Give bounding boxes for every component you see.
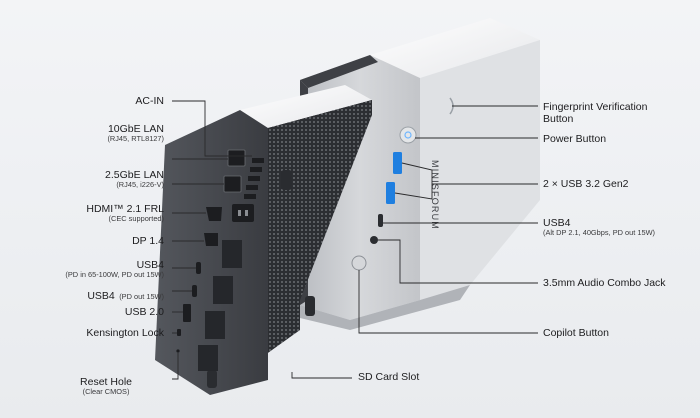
label-usb4-rear-b: USB4 (PD out 15W) <box>87 286 164 304</box>
label-usb4-rear-a: USB4 (PD in 65-100W, PD out 15W) <box>65 259 164 280</box>
label-usb4-front-sub: (Alt DP 2.1, 40Gbps, PD out 15W) <box>543 228 656 238</box>
label-power: Power Button <box>543 133 606 145</box>
usb32-port-2-icon <box>386 182 395 204</box>
label-hdmi-title: HDMI™ 2.1 FRL <box>86 203 164 215</box>
label-dp-title: DP 1.4 <box>132 235 164 247</box>
rear-grille-icon <box>222 240 242 268</box>
hdmi-port-icon <box>206 207 222 221</box>
label-hdmi-sub: (CEC supported) <box>108 214 164 224</box>
label-audio-title: 3.5mm Audio Combo Jack <box>543 277 666 289</box>
label-ac-in-title: AC-IN <box>135 95 164 107</box>
front-unit-side <box>420 40 540 300</box>
usb20-port-icon <box>183 304 191 322</box>
usb4-rear-a-port-icon <box>196 262 201 274</box>
label-usb32-title: 2 × USB 3.2 Gen2 <box>543 178 629 190</box>
leader-lines <box>172 100 538 380</box>
label-sd-card-title: SD Card Slot <box>358 371 420 383</box>
label-usb4-front-title: USB4 <box>543 217 571 229</box>
label-kensington-title: Kensington Lock <box>86 327 164 339</box>
label-usb4-rear-b-title: USB4 <box>87 290 115 302</box>
power-button-icon <box>399 126 417 144</box>
audio-jack-icon <box>370 236 378 244</box>
copilot-button-icon <box>351 255 367 271</box>
label-dp: DP 1.4 <box>132 235 164 247</box>
lan-10g-port-icon <box>227 149 246 167</box>
label-lan-25g-sub: (RJ45, i226-V) <box>116 180 164 190</box>
label-usb20-title: USB 2.0 <box>124 306 164 318</box>
label-lan-25g-title: 2.5GbE LAN <box>105 169 164 181</box>
rear-unit <box>155 85 372 395</box>
label-usb4-rear-a-title: USB4 <box>136 259 164 271</box>
brand-text: MINISFORUM <box>430 160 440 230</box>
lan-25g-port-icon <box>223 175 242 193</box>
label-fingerprint-line2: Button <box>543 113 574 126</box>
label-usb4-rear-a-sub: (PD in 65-100W, PD out 15W) <box>65 270 164 280</box>
usb4-front-port-icon <box>378 214 383 227</box>
label-lan-10g-sub: (RJ45, RTL8127) <box>107 134 164 144</box>
reset-hole-icon <box>176 349 180 353</box>
label-usb32: 2 × USB 3.2 Gen2 <box>543 178 629 190</box>
kensington-lock-icon <box>177 329 181 336</box>
label-usb20: USB 2.0 <box>125 306 164 318</box>
ac-in-icon <box>244 158 264 199</box>
label-fingerprint-line1: Fingerprint Verification <box>543 101 648 113</box>
usb32-port-1-icon <box>393 152 402 174</box>
ac-plug-icon <box>232 204 254 222</box>
dp-port-icon <box>204 233 218 246</box>
label-reset: Reset Hole (Clear CMOS) <box>80 376 132 397</box>
label-power-title: Power Button <box>543 133 607 145</box>
front-unit-top <box>370 18 540 78</box>
label-usb4-front: USB4 (Alt DP 2.1, 40Gbps, PD out 15W) <box>543 217 655 238</box>
usb4-rear-b-port-icon <box>192 285 197 297</box>
label-lan-10g-title: 10GbE LAN <box>107 123 164 135</box>
label-usb4-rear-b-sub: (PD out 15W) <box>119 292 164 301</box>
label-fingerprint: Fingerprint Verification Button <box>543 101 647 125</box>
label-reset-sub: (Clear CMOS) <box>82 387 130 397</box>
label-audio: 3.5mm Audio Combo Jack <box>543 277 666 289</box>
foot-icon <box>281 170 292 190</box>
label-hdmi: HDMI™ 2.1 FRL (CEC supported) <box>86 203 164 224</box>
label-lan-10g: 10GbE LAN (RJ45, RTL8127) <box>107 123 164 144</box>
label-reset-title: Reset Hole <box>80 376 132 388</box>
label-kensington: Kensington Lock <box>86 327 164 339</box>
label-copilot: Copilot Button <box>543 327 609 339</box>
label-lan-25g: 2.5GbE LAN (RJ45, i226-V) <box>105 169 164 190</box>
label-ac-in: AC-IN <box>135 95 164 107</box>
label-sd-card: SD Card Slot <box>358 371 419 383</box>
label-copilot-title: Copilot Button <box>543 327 609 339</box>
